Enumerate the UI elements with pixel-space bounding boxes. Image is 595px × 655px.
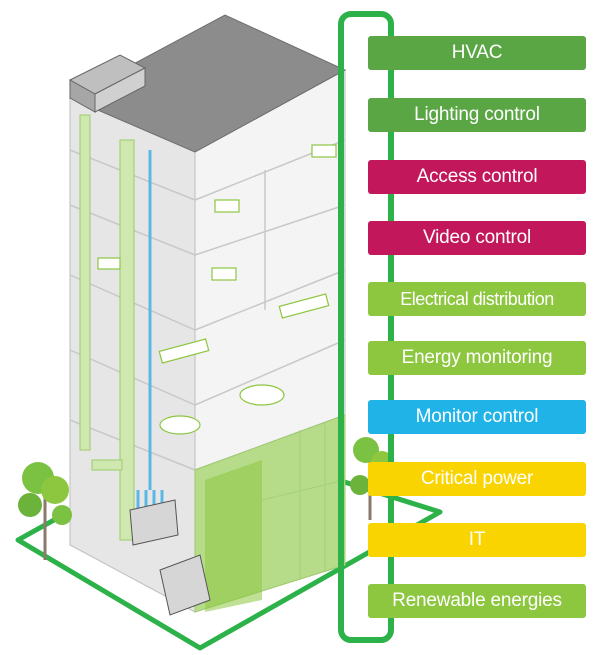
label-it: IT <box>368 523 586 557</box>
roof <box>68 14 347 153</box>
blue-pipes <box>136 150 164 515</box>
label-renewable-energies: Renewable energies <box>368 584 586 618</box>
label-energy-monitoring: Energy monitoring <box>368 341 586 375</box>
label-lighting-control: Lighting control <box>368 98 586 132</box>
label-video-control: Video control <box>368 221 586 255</box>
label-access-control: Access control <box>368 160 586 194</box>
label-electrical-distribution: Electrical distribution <box>368 282 586 316</box>
label-critical-power: Critical power <box>368 462 586 496</box>
tree-left <box>18 462 72 560</box>
basement-equipment <box>129 499 211 616</box>
label-monitor-control: Monitor control <box>368 400 586 434</box>
rooftop-hvac-unit <box>68 54 147 113</box>
meeting-tables <box>97 144 337 435</box>
ground-outline <box>15 477 443 651</box>
green-ducts <box>79 114 135 541</box>
label-hvac: HVAC <box>368 36 586 70</box>
system-frame <box>338 11 394 643</box>
green-facade <box>194 414 346 613</box>
